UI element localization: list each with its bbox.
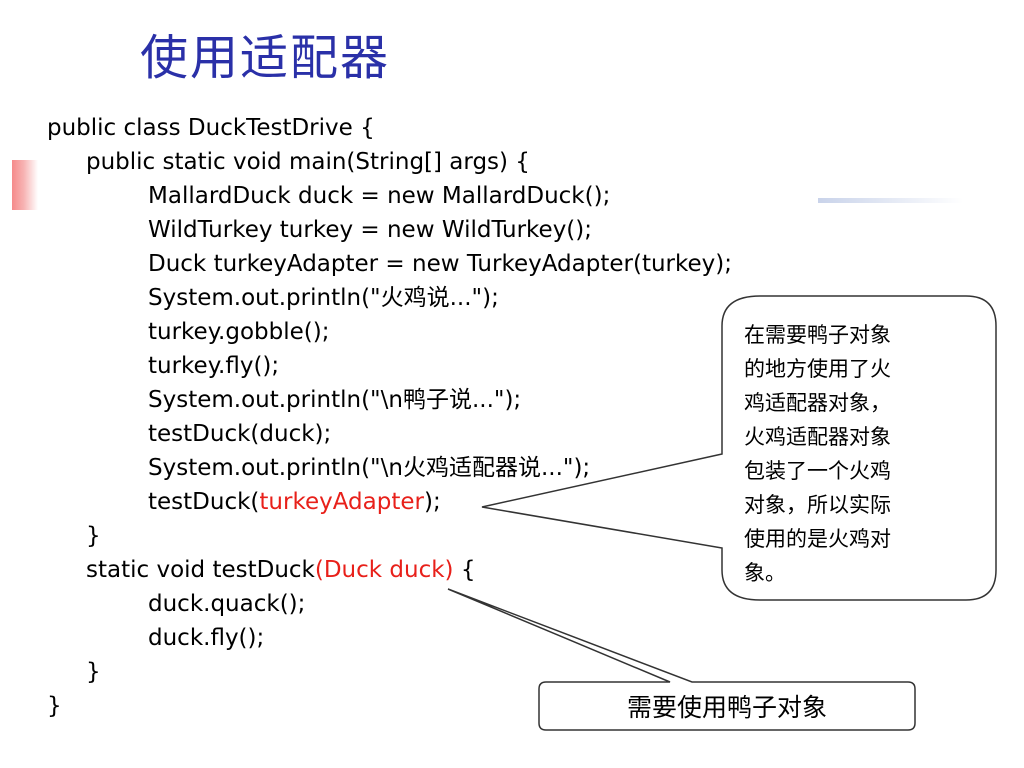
code-line: System.out.println("\n鸭子说..."); (148, 387, 522, 413)
code-line: static void testDuck(Duck duck) { (86, 555, 475, 585)
code-line: duck.fly(); (148, 625, 265, 651)
code-line: testDuck(duck); (148, 421, 332, 447)
code-line: WildTurkey turkey = new WildTurkey(); (148, 217, 592, 243)
code-text: { (453, 557, 476, 583)
code-line: System.out.println("火鸡说..."); (148, 285, 499, 311)
code-line: Duck turkeyAdapter = new TurkeyAdapter(t… (148, 251, 732, 277)
code-line: turkey.gobble(); (148, 319, 330, 345)
decorative-divider (818, 198, 963, 203)
code-line: testDuck(turkeyAdapter); (148, 487, 441, 517)
code-line: System.out.println("\n火鸡适配器说..."); (148, 455, 591, 481)
code-line: MallardDuck duck = new MallardDuck(); (148, 183, 611, 209)
code-line: public static void main(String[] args) { (86, 149, 530, 175)
code-line: duck.quack(); (148, 591, 306, 617)
code-line: } (47, 693, 62, 719)
code-line: } (86, 523, 101, 549)
code-line: } (86, 659, 101, 685)
code-text: testDuck( (148, 489, 260, 515)
slide-title: 使用适配器 (140, 30, 391, 86)
code-line: public class DuckTestDrive { (47, 115, 375, 141)
note-text: 需要使用鸭子对象 (626, 693, 827, 722)
callout-text: 在需要鸭子对象 的地方使用了火 鸡适配器对象， 火鸡适配器对象 包装了一个火鸡 … (744, 323, 891, 585)
highlighted-argument: turkeyAdapter (259, 489, 424, 515)
decorative-red-bar (12, 160, 38, 210)
code-text: ); (423, 489, 441, 515)
highlighted-parameter: (Duck duck) (314, 557, 454, 583)
code-text: static void testDuck (86, 557, 315, 583)
code-line: turkey.fly(); (148, 353, 280, 379)
